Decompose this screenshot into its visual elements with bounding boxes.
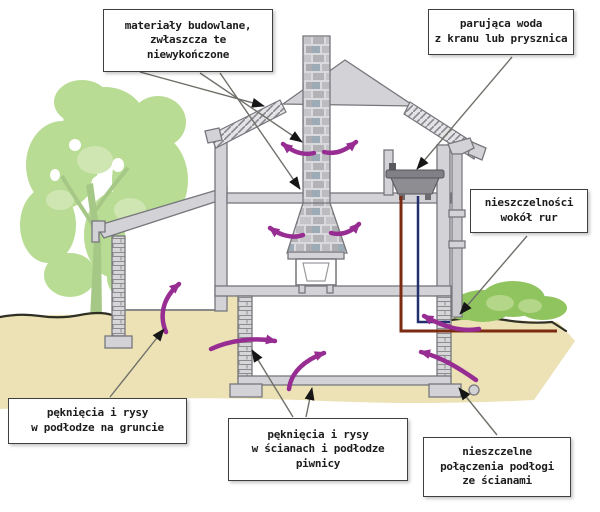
pipe-cross-section: [468, 384, 480, 396]
leader-evaporating-water: [416, 56, 513, 170]
basement-wall-left: [237, 295, 253, 379]
moisture-arrow-footing-joint: [418, 349, 479, 383]
hot-water-pipe: [399, 196, 557, 333]
callout-building-materials-text: materiały budowlane, zwłaszcza te niewyk…: [124, 18, 252, 61]
leader-floor-wall-joints: [458, 387, 498, 436]
moisture-arrow-pipe-entry: [421, 313, 482, 333]
footing-right: [428, 383, 462, 398]
leader-ground-floor-cracks: [109, 328, 165, 398]
callout-pipe-leaks: nieszczelności wokół rur: [470, 189, 588, 233]
moisture-arrow-attic-right: [321, 139, 359, 156]
basement-floor-slab: [237, 375, 452, 386]
basement-interior: [240, 296, 437, 378]
porch-footing: [104, 335, 133, 349]
moisture-arrow-groundfloor-left: [267, 225, 306, 239]
grass-line-left: [0, 311, 114, 319]
moisture-arrows: [160, 139, 482, 392]
leader-pipe-leaks: [459, 235, 528, 315]
porch-interior: [125, 201, 215, 310]
leader-building-materials-chimney: [199, 72, 303, 143]
callout-floor-wall-joints-text: nieszczelne połączenia podłogi ze ściana…: [440, 445, 554, 488]
moisture-arrow-basement-floor: [286, 350, 327, 392]
moisture-arrow-groundfloor-right: [328, 221, 362, 237]
callout-evaporating-water: parująca woda z kranu lub prysznica: [428, 9, 574, 55]
leader-lines: [109, 56, 528, 436]
downspout-collar: [448, 240, 466, 249]
callout-basement-cracks-text: pęknięcia i rysy w ścianach i podłodze p…: [251, 427, 385, 470]
leader-building-materials-chimney-base: [219, 72, 301, 190]
callout-building-materials: materiały budowlane, zwłaszcza te niewyk…: [103, 9, 273, 72]
leader-building-materials-rafter: [139, 71, 265, 108]
footing-left: [229, 383, 263, 398]
fireplace-stove: [287, 251, 345, 294]
downspout: [451, 153, 463, 318]
basement-wall-right: [436, 295, 452, 379]
bathtub-icon: [385, 163, 445, 200]
moisture-arrow-attic-left: [280, 141, 317, 157]
moisture-arrow-basement-wall: [208, 334, 278, 352]
porch-wall: [111, 235, 126, 337]
callout-floor-wall-joints: nieszczelne połączenia podłogi ze ściana…: [423, 437, 571, 497]
callout-ground-floor-cracks-text: pęknięcia i rysy w podłodze na gruncie: [31, 406, 164, 434]
roof-rafter-left: [209, 99, 287, 149]
callout-evaporating-water-text: parująca woda z kranu lub prysznica: [434, 17, 568, 45]
downspout-collar: [448, 209, 466, 218]
upper-floor-slab: [226, 192, 452, 204]
moisture-arrow-ground-slab: [160, 281, 182, 335]
chimney: [286, 35, 348, 254]
callout-basement-cracks: pęknięcia i rysy w ścianach i podłodze p…: [228, 418, 408, 481]
callout-ground-floor-cracks: pęknięcia i rysy w podłodze na gruncie: [8, 398, 187, 444]
eave-block-left: [204, 127, 223, 144]
leader-basement-wall-cracks: [251, 349, 294, 418]
callout-pipe-leaks-text: nieszczelności wokół rur: [484, 196, 574, 224]
right-wall: [436, 144, 451, 297]
leader-basement-floor-cracks: [304, 387, 315, 418]
porch-eave: [91, 220, 106, 243]
bush-silhouette: [447, 281, 567, 322]
